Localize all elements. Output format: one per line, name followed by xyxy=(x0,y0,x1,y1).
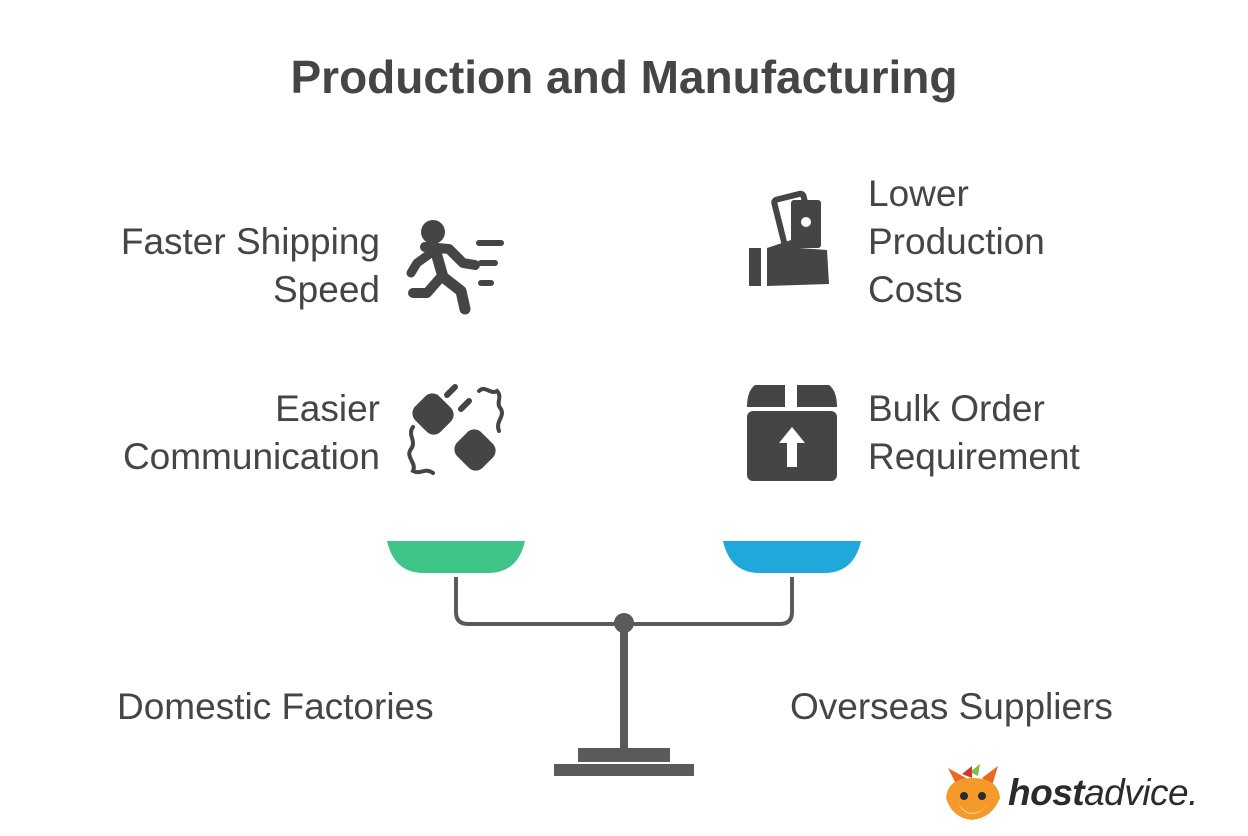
hostadvice-logo[interactable]: hostadvice. xyxy=(942,764,1202,824)
right-scale-pan xyxy=(723,541,861,573)
hand-money-icon xyxy=(745,190,835,290)
logo-wordmark: hostadvice. xyxy=(1008,772,1198,813)
package-box-icon xyxy=(745,383,839,483)
running-person-icon xyxy=(405,215,505,315)
factor-lower-production-costs: Lower Production Costs xyxy=(868,173,1045,310)
fox-mascot-icon xyxy=(946,764,1000,820)
factor-bulk-order-requirement: Bulk Order Requirement xyxy=(868,388,1080,477)
left-scale-pan xyxy=(387,541,525,573)
scale-base-top xyxy=(578,748,670,762)
scale-pivot xyxy=(614,613,634,633)
scale-post xyxy=(620,632,628,748)
left-side-label: Domestic Factories xyxy=(117,686,434,727)
factor-faster-shipping: Faster Shipping Speed xyxy=(120,221,380,310)
plug-connection-icon xyxy=(405,383,505,483)
right-side-label: Overseas Suppliers xyxy=(790,686,1113,727)
factor-easier-communication: Easier Communication xyxy=(122,388,380,477)
scale-base-bottom xyxy=(554,764,694,776)
page-title: Production and Manufacturing xyxy=(290,51,958,103)
